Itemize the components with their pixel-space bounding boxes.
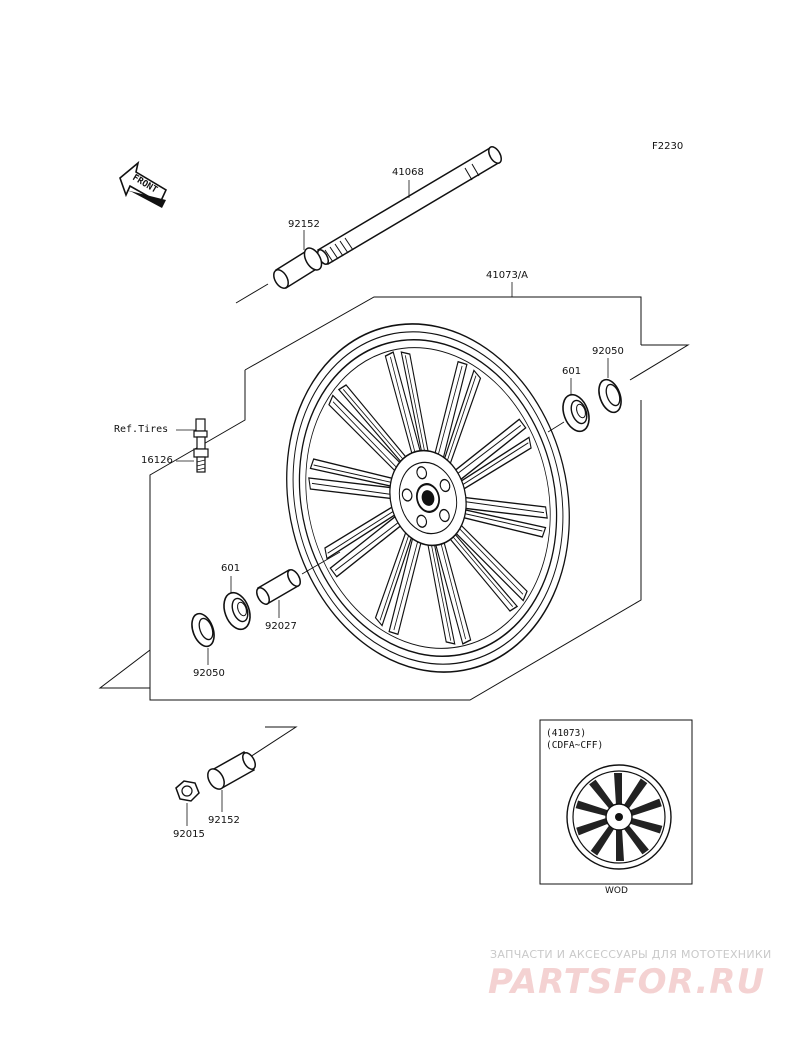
inset-part-number: (41073) (546, 728, 587, 739)
inset-panel (539, 719, 693, 885)
ref-tires-label[interactable]: Ref.Tires (114, 424, 169, 435)
front-direction-arrow: FRONT (119, 160, 168, 208)
seal-left-part (191, 612, 215, 665)
seal-right-part (598, 358, 622, 414)
part-label-nut[interactable]: 92015 (173, 829, 205, 840)
part-label-seal-left[interactable]: 92050 (193, 668, 225, 679)
inset-model-range: (CDFA~CFF) (546, 740, 604, 751)
front-wheel (286, 323, 570, 673)
valve-part (176, 418, 209, 473)
bearing-right-part (547, 378, 590, 433)
part-label-spacer[interactable]: 92027 (265, 621, 297, 632)
nut-part (175, 780, 200, 826)
part-label-collar-upper[interactable]: 92152 (288, 219, 320, 230)
part-label-bearing-right[interactable]: 601 (562, 366, 582, 377)
watermark-tagline: ЗАПЧАСТИ И АКСЕССУАРЫ ДЛЯ МОТОТЕХНИКИ (490, 948, 772, 961)
watermark-logo: PARTSFOR.RU (488, 962, 766, 1002)
part-label-wheel[interactable]: 41073/A (486, 270, 529, 281)
inset-caption: WOD (605, 886, 628, 896)
part-label-axle[interactable]: 41068 (392, 167, 424, 178)
bearing-left-part (223, 576, 251, 631)
collar-upper-part (273, 230, 323, 290)
spacer-part (256, 551, 341, 618)
part-label-valve[interactable]: 16126 (141, 455, 173, 466)
part-label-bearing-left[interactable]: 601 (221, 563, 241, 574)
part-label-collar-lower[interactable]: 92152 (208, 815, 240, 826)
diagram-code-label: F2230 (652, 141, 684, 152)
part-label-seal-right[interactable]: 92050 (592, 346, 624, 357)
axle-part (235, 146, 502, 304)
collar-lower-part (207, 726, 298, 812)
